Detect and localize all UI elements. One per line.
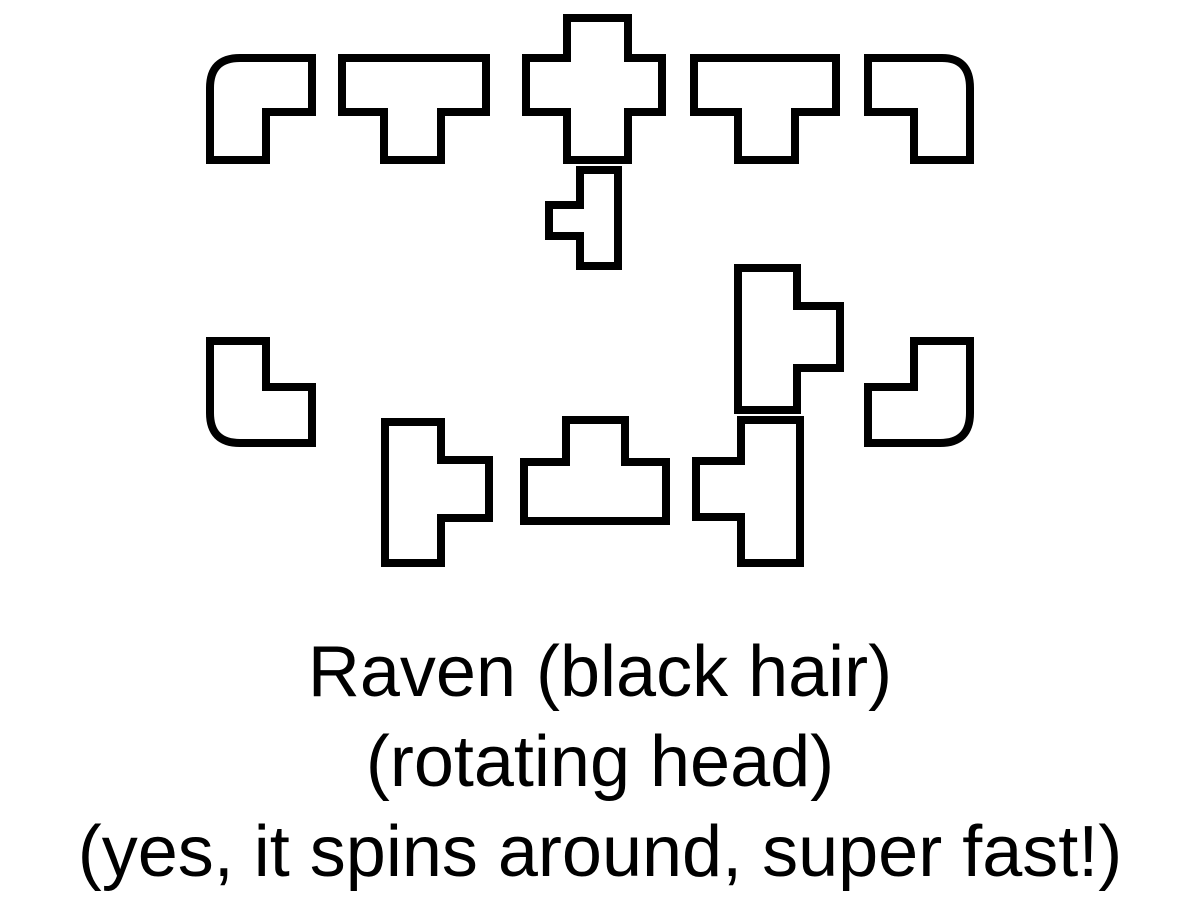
- neck-t-piece: [545, 166, 622, 270]
- caption-line-2: (rotating head): [365, 722, 835, 802]
- bottom-right-corner-piece: [864, 337, 974, 447]
- bottom-left-corner-piece: [206, 337, 316, 447]
- right-t-piece-upper: [734, 264, 844, 414]
- puzzle-pieces-diagram: [206, 14, 974, 567]
- top-left-corner-piece: [206, 54, 316, 164]
- left-t-piece: [381, 418, 493, 567]
- top-right-corner-piece: [864, 54, 974, 164]
- top-t-piece-left: [338, 54, 490, 164]
- right-t-piece-lower: [692, 416, 804, 567]
- center-t-piece: [520, 416, 670, 525]
- caption-line-1: Raven (black hair): [307, 632, 893, 712]
- top-t-piece-right: [690, 54, 840, 164]
- top-cross-piece: [522, 14, 666, 164]
- caption-line-3: (yes, it spins around, super fast!): [77, 812, 1123, 892]
